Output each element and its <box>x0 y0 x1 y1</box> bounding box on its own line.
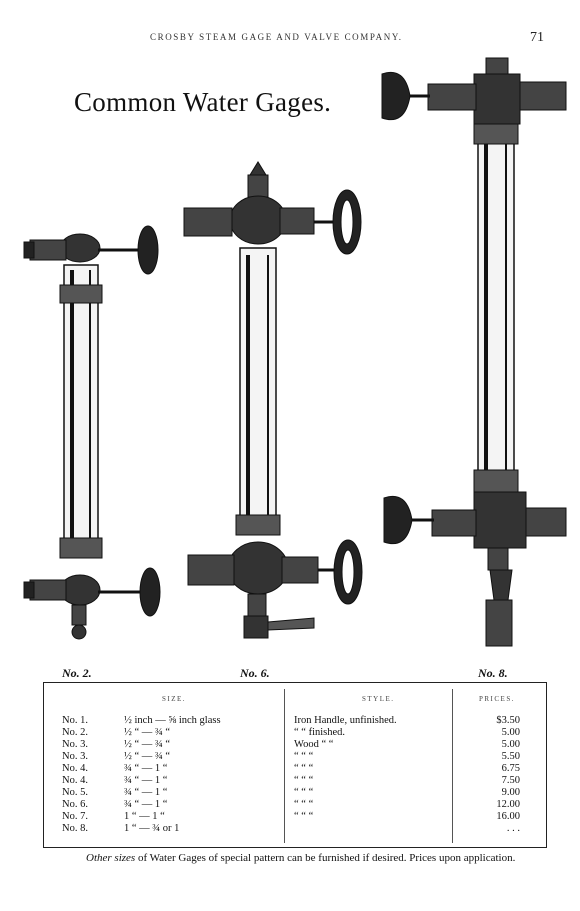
footnote-text: of Water Gages of special pattern can be… <box>135 852 516 864</box>
header-prices: Prices. <box>479 695 515 703</box>
table-row: No. 3. ½ “ — ¾ “ “ “ “ 5.50 <box>62 751 520 762</box>
table-row: No. 7. 1 “ — 1 “ “ “ “ 16.00 <box>62 811 520 822</box>
table-row: No. 3. ½ “ — ¾ “ Wood “ “ 5.00 <box>62 739 520 750</box>
page-title: Common Water Gages. <box>74 87 332 117</box>
running-head: CROSBY STEAM GAGE AND VALVE COMPANY. <box>150 32 403 42</box>
gage-no8-illustration <box>381 57 567 647</box>
table-row: No. 8. 1 “ — ¾ or 1 . . . <box>62 823 520 834</box>
table-row: No. 4. ¾ “ — 1 “ “ “ “ 6.75 <box>62 763 520 774</box>
caption-no6: No. 6. <box>240 666 270 680</box>
table-row: No. 4. ¾ “ — 1 “ “ “ “ 7.50 <box>62 775 520 786</box>
table-row: No. 1. ½ inch — ⅝ inch glass Iron Handle… <box>62 715 520 726</box>
water-gages-illustration <box>23 57 567 647</box>
page-number: 71 <box>530 30 544 45</box>
gage-no2-illustration <box>23 225 161 640</box>
header-size: Size. <box>162 695 187 703</box>
footnote-italic: Other sizes <box>86 852 136 864</box>
page-header: CROSBY STEAM GAGE AND VALVE COMPANY. 71 <box>0 30 580 46</box>
header-style: Style. <box>362 695 395 703</box>
table-row: No. 5. ¾ “ — 1 “ “ “ “ 9.00 <box>62 787 520 798</box>
table-row: No. 6. ¾ “ — 1 “ “ “ “ 12.00 <box>62 799 520 810</box>
specification-table: Size. Style. Prices. No. 1. ½ inch — ⅝ i… <box>43 682 547 848</box>
column-divider <box>452 689 453 843</box>
table-row: No. 2. ½ “ — ¾ “ “ “ finished. 5.00 <box>62 727 520 738</box>
caption-no8: No. 8. <box>478 666 508 680</box>
gage-no6-illustration <box>183 161 363 639</box>
caption-no2: No. 2. <box>62 666 92 680</box>
footnote: Other sizes of Water Gages of special pa… <box>46 851 550 866</box>
column-divider <box>284 689 285 843</box>
